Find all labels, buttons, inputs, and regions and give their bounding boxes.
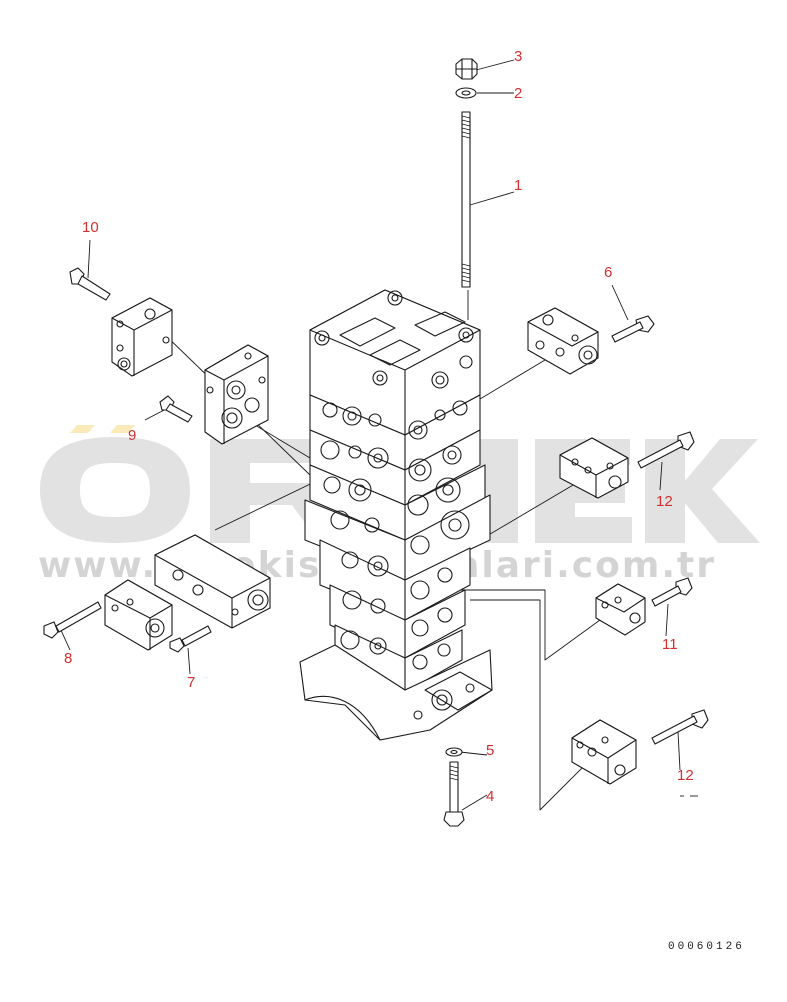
callout-2: 2 xyxy=(514,85,523,102)
callout-5: 5 xyxy=(486,742,495,759)
adapter-block-8 xyxy=(104,579,173,651)
relief-block-11 xyxy=(595,583,646,636)
washer-part-2 xyxy=(455,87,477,99)
bolt-part-10 xyxy=(69,267,111,301)
callout-11: 11 xyxy=(662,636,678,653)
callout-6: 6 xyxy=(604,264,613,281)
callout-9: 9 xyxy=(128,427,137,444)
valve-sections xyxy=(304,394,491,693)
bolt-part-11 xyxy=(651,577,693,607)
callout-12-top: 12 xyxy=(656,493,673,510)
callout-7: 7 xyxy=(187,674,196,691)
cover-plate xyxy=(204,344,269,445)
callout-10: 10 xyxy=(82,219,99,236)
bolt-part-4 xyxy=(443,761,465,827)
bolt-part-12-top xyxy=(637,431,695,469)
callout-3: 3 xyxy=(514,48,523,65)
washer-part-5 xyxy=(445,747,463,757)
bolt-part-12-bottom xyxy=(651,709,709,745)
main-valve-body xyxy=(299,289,493,741)
callout-12-bottom: 12 xyxy=(677,767,694,784)
cylinder-housing xyxy=(154,534,271,629)
callout-8: 8 xyxy=(64,650,73,667)
fitting-block-6 xyxy=(527,307,599,375)
callout-1: 1 xyxy=(514,177,523,194)
bolt-part-8 xyxy=(43,601,102,639)
relief-block-12-bottom xyxy=(571,719,637,785)
bolt-part-7 xyxy=(169,625,212,653)
nut-part-3 xyxy=(455,58,478,80)
drawing-number: 00060126 xyxy=(668,941,745,953)
tie-bolt-part-1 xyxy=(461,111,471,288)
end-block-small xyxy=(111,297,173,377)
bolt-part-6 xyxy=(611,315,655,343)
callout-4: 4 xyxy=(486,788,495,805)
bolt-part-9 xyxy=(159,395,193,423)
base-plate xyxy=(299,644,493,741)
relief-block-12-top xyxy=(559,437,629,499)
